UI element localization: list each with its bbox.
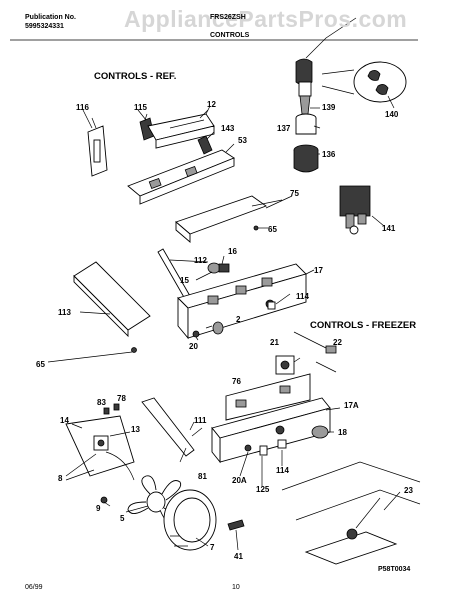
callout-125: 125: [256, 485, 270, 494]
part-14-fan-bracket: [65, 415, 135, 481]
part-20A-screw: [244, 444, 252, 452]
callout-112: 112: [194, 256, 207, 265]
part-139-137-136-damper-assembly: [293, 17, 357, 173]
callout-137: 137: [277, 124, 291, 133]
part-112-rod: [157, 248, 191, 300]
callout-143: 143: [221, 124, 235, 133]
part-7-fan-motor: [163, 489, 217, 551]
part-114-ref-switch: [267, 301, 276, 310]
callout-65-lower: 65: [36, 360, 45, 369]
callout-41: 41: [234, 552, 243, 561]
footer-page-number: 10: [232, 584, 240, 591]
callout-7: 7: [210, 543, 215, 552]
part-141-damper-control: [339, 185, 385, 235]
callout-139: 139: [322, 103, 336, 112]
callout-136: 136: [322, 150, 336, 159]
part-114-freezer-switch: [277, 439, 287, 449]
callout-20A: 20A: [232, 476, 247, 485]
part-53-bracket: [127, 143, 235, 205]
publication-label: Publication No.: [25, 14, 76, 21]
part-23-cabinet-corner: [281, 461, 421, 565]
callout-83: 83: [97, 398, 106, 407]
callout-65-upper: 65: [268, 225, 277, 234]
part-143-clip: [197, 131, 215, 155]
part-21-thermostat: [275, 355, 301, 375]
part-17-control-housing: [177, 263, 315, 340]
part-5-fan-blade: [127, 475, 182, 526]
callout-78: 78: [117, 394, 126, 403]
callout-53: 53: [238, 136, 247, 145]
callout-114-ref: 114: [296, 292, 309, 301]
callout-8: 8: [58, 474, 63, 483]
part-41-screw: [227, 519, 245, 531]
part-16-light-bulb: [207, 262, 230, 274]
part-76-bracket: [225, 373, 311, 421]
part-111-strap: [141, 397, 195, 463]
callout-5: 5: [120, 514, 125, 523]
callout-9: 9: [96, 504, 101, 513]
callout-111: 111: [194, 416, 207, 425]
part-2-knob: [212, 321, 224, 335]
callout-21: 21: [270, 338, 279, 347]
part-20-screw: [192, 330, 200, 341]
page-title: CONTROLS: [210, 32, 250, 39]
callout-141: 141: [382, 224, 396, 233]
publication-number: 5995324331: [25, 23, 64, 30]
callout-23: 23: [404, 486, 413, 495]
section-title-freezer: CONTROLS - FREEZER: [310, 320, 417, 331]
part-22-screw: [293, 331, 337, 373]
callout-22: 22: [333, 338, 342, 347]
section-title-ref: CONTROLS - REF.: [94, 71, 177, 82]
part-78-clip: [113, 403, 120, 411]
part-83-clip: [103, 407, 110, 415]
part-18-knob: [311, 425, 329, 439]
callout-12: 12: [207, 100, 216, 109]
callout-2: 2: [236, 315, 241, 324]
part-9-screw: [100, 496, 108, 504]
callout-13: 13: [131, 425, 140, 434]
model-number: FRS26ZSH: [210, 14, 246, 21]
leader-lines: [47, 105, 401, 551]
callout-14: 14: [60, 416, 69, 425]
part-12-housing: [147, 109, 215, 149]
footer-drawing-code: P58T0034: [378, 566, 411, 573]
part-75-plate: [175, 195, 283, 243]
callout-113: 113: [58, 308, 71, 317]
footer-date: 06/99: [25, 584, 43, 591]
callout-114-freezer: 114: [276, 466, 289, 475]
callout-140: 140: [385, 110, 399, 119]
callout-76: 76: [232, 377, 241, 386]
callout-115: 115: [134, 103, 147, 112]
callout-17: 17: [314, 266, 323, 275]
part-113-channel: [73, 261, 151, 338]
callout-17A: 17A: [344, 401, 359, 410]
callout-75: 75: [290, 189, 299, 198]
part-116-control-knob-panel: [87, 117, 108, 177]
callout-15: 15: [180, 276, 189, 285]
callout-18: 18: [338, 428, 347, 437]
part-125-screw: [259, 445, 268, 456]
callout-16: 16: [228, 247, 237, 256]
watermark: AppliancePartsPros.com: [124, 6, 408, 32]
callout-20: 20: [189, 342, 198, 351]
callout-81: 81: [198, 472, 207, 481]
part-140-bulb-detail: [321, 61, 407, 109]
part-65-screw-lower: [131, 347, 137, 353]
callout-116: 116: [76, 103, 89, 112]
